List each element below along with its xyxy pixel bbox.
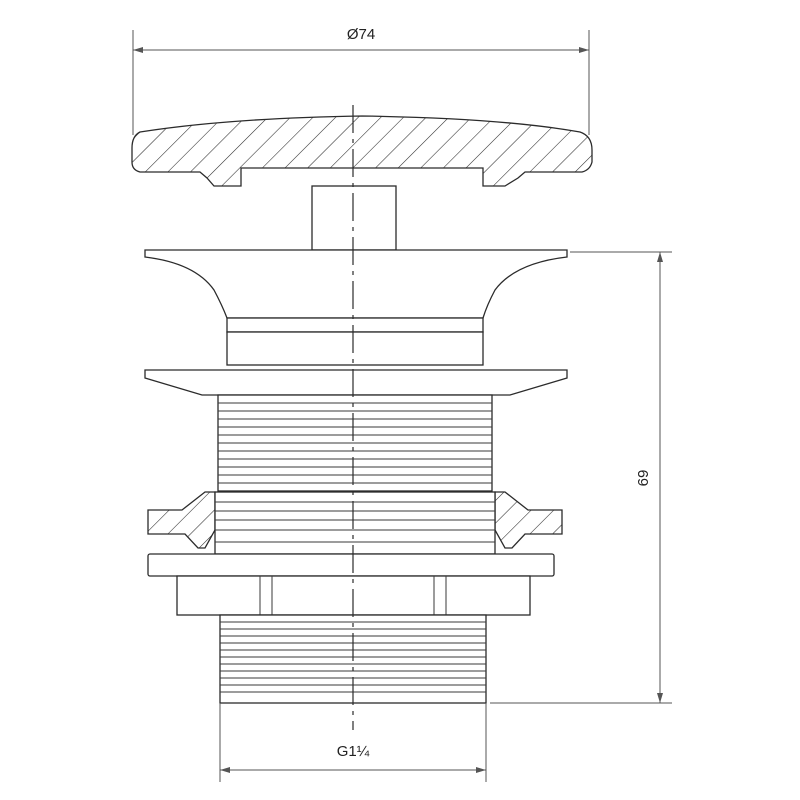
cap-section (131, 115, 593, 187)
arrow-right (476, 767, 486, 773)
stem-body (311, 185, 397, 251)
thread-dimension: G1¼ (219, 703, 487, 782)
gasket-right (494, 491, 563, 549)
arrow-right (579, 47, 589, 53)
flange-funnel (144, 249, 568, 319)
lock-nut (147, 553, 555, 616)
gasket-inner-ring (214, 491, 496, 555)
arrow-left (220, 767, 230, 773)
neck (226, 331, 484, 366)
upper-flange (144, 249, 568, 366)
arrow-bottom (657, 693, 663, 703)
funnel-collar (226, 317, 484, 333)
gasket-section (147, 491, 563, 555)
top-diameter-label: Ø74 (347, 26, 375, 43)
top-diameter-dimension: Ø74 (132, 26, 590, 135)
height-dimension: 69 (490, 251, 672, 704)
thread-label: G1¼ (337, 743, 370, 760)
washer (147, 553, 555, 577)
arrow-left (133, 47, 143, 53)
basin-flange-body (144, 369, 568, 396)
upper-thread (217, 394, 493, 492)
height-label: 69 (635, 470, 652, 487)
arrow-top (657, 252, 663, 262)
cap-hatched-body (131, 115, 593, 187)
stem (311, 185, 397, 251)
basin-flange (144, 369, 568, 396)
gasket-left (147, 491, 216, 549)
